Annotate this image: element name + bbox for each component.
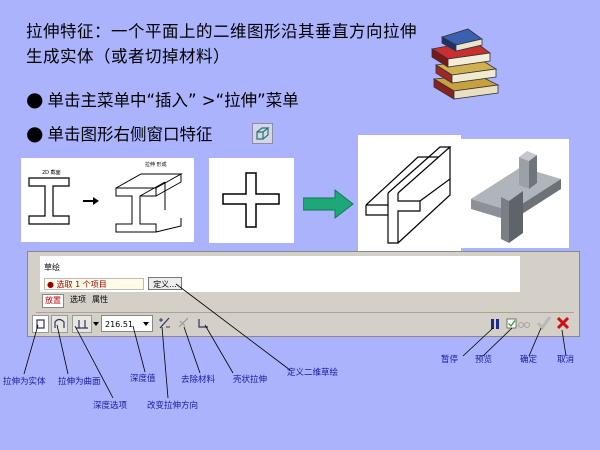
extrude-dashboard: 草绘 ● 选取 1 个项目 定义... 放置 选项 属性 216.51 [27, 251, 580, 337]
remove-material-icon [178, 317, 189, 328]
section-2d-label: 2D 截面 [42, 169, 61, 176]
check-icon [536, 316, 552, 331]
surface-icon [54, 318, 65, 328]
callout-depth-option: 深度选项 [93, 401, 128, 411]
ok-button[interactable] [536, 315, 552, 331]
callout-ok: 确定 [520, 355, 538, 365]
flip-direction-button[interactable] [157, 315, 174, 333]
flip-icon [159, 317, 170, 329]
extruded-cross-wireframe [365, 146, 452, 244]
callout-thin: 壳状拉伸 [233, 375, 268, 385]
callout-depth-value: 深度值 [130, 374, 156, 384]
extrude-form-label: 拉伸 形成 [145, 161, 167, 168]
tab-properties[interactable]: 属性 [92, 295, 108, 304]
callout-define: 定义二维草绘 [287, 368, 339, 378]
thicken-sketch-button[interactable] [196, 315, 213, 333]
shaded-cross-panel [461, 139, 569, 248]
cancel-button[interactable] [555, 315, 571, 331]
callout-surface: 拉伸为曲面 [58, 377, 101, 387]
remove-material-button[interactable] [176, 315, 193, 333]
cross-section-shape [222, 172, 280, 228]
callout-cancel: 取消 [557, 355, 575, 365]
bullet-text: 单击主菜单中“插入” >“拉伸”菜单 [47, 91, 299, 110]
bullet-feature-window: ●单击图形右侧窗口特征 [26, 122, 212, 146]
solid-icon [36, 319, 45, 329]
callout-remove: 去除材料 [181, 375, 216, 385]
select-status: ● 选取 1 个项目 [44, 278, 144, 290]
solid-extrude-button[interactable] [32, 315, 49, 333]
close-icon [556, 316, 570, 330]
extrude-icon [256, 127, 270, 140]
extrude-feature-button[interactable] [252, 123, 273, 144]
cross-sketch-panel [209, 158, 294, 243]
green-arrow-icon [303, 188, 354, 220]
define-sketch-button[interactable]: 定义... [148, 277, 182, 290]
extruded-cross-shaded [471, 151, 561, 243]
callout-preview: 预览 [475, 355, 493, 365]
pause-button[interactable] [489, 316, 501, 330]
callout-solid: 拉伸为实体 [3, 377, 46, 387]
callout-flip: 改变拉伸方向 [147, 401, 199, 411]
i-beam-illustration: 2D 截面 拉伸 形成 [21, 158, 194, 242]
arrow-head-icon [93, 197, 99, 205]
slide-heading: 拉伸特征：一个平面上的二维图形沿其垂直方向拉伸生成实体（或者切掉材料） [26, 22, 417, 66]
pause-icon [491, 319, 499, 329]
sketch-section-title: 草绘 [44, 263, 60, 272]
surface-extrude-button[interactable] [51, 315, 68, 333]
books-icon [430, 28, 500, 100]
tab-options[interactable]: 选项 [70, 295, 86, 304]
chevron-down-icon[interactable] [93, 322, 99, 326]
wireframe-cross-panel [358, 135, 461, 253]
depth-value-input[interactable]: 216.51 [101, 315, 153, 332]
bullet-dot: ● [26, 121, 44, 145]
depth-option-icon [76, 320, 88, 329]
bullet-insert-menu: ●单击主菜单中“插入” >“拉伸”菜单 [26, 88, 299, 112]
i-beam-solid [115, 173, 183, 233]
depth-option-button[interactable] [72, 315, 92, 333]
bullet-dot: ● [26, 87, 44, 111]
callout-pause: 暂停 [441, 355, 459, 365]
toolbar-divider [36, 312, 574, 313]
tab-placement[interactable]: 放置 [42, 294, 64, 308]
thicken-icon [198, 319, 208, 328]
bullet-text: 单击图形右侧窗口特征 [47, 125, 213, 144]
depth-dropdown-icon[interactable] [143, 322, 149, 326]
i-section-shape [28, 177, 70, 225]
